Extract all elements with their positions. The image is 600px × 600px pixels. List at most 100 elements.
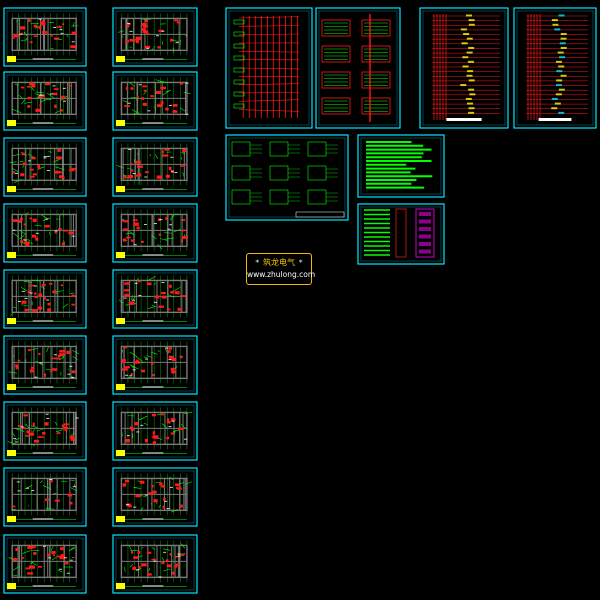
- fixture: [38, 352, 41, 355]
- wiring: [42, 485, 52, 490]
- wiring: [173, 213, 179, 216]
- floor-label: [560, 33, 567, 36]
- fixture: [170, 38, 174, 42]
- annotation: [46, 417, 50, 419]
- fixture: [121, 220, 124, 222]
- floor-plan-sheet-a4[interactable]: [3, 203, 87, 263]
- fixture: [128, 302, 134, 305]
- wiring: [156, 46, 158, 48]
- floor-label: [558, 111, 565, 114]
- fixture: [54, 499, 60, 502]
- floor-plan-sheet-a9[interactable]: [3, 534, 87, 594]
- annotation: [63, 100, 67, 102]
- floor-plan-sheet-b1[interactable]: [112, 7, 198, 67]
- fixture: [176, 21, 181, 24]
- riser-diagram-sheet-2[interactable]: [315, 7, 401, 129]
- annotation: [75, 417, 79, 419]
- floor-plan-sheet-a5[interactable]: [3, 269, 87, 329]
- annotation: [13, 438, 17, 440]
- wiring: [12, 167, 19, 173]
- fixture: [59, 353, 65, 356]
- wiring: [165, 348, 169, 354]
- fixture: [15, 364, 19, 368]
- wiring: [70, 292, 75, 295]
- sheet-inner-border: [6, 10, 84, 64]
- floor-plan-sheet-a3[interactable]: [3, 137, 87, 197]
- system-diagram-sheet[interactable]: [225, 134, 349, 221]
- floor-plan-sheet-a7[interactable]: [3, 401, 87, 461]
- watermark-title-row: *筑龙电气*: [247, 254, 311, 269]
- fixture: [17, 425, 23, 427]
- wiring: [55, 166, 65, 171]
- floor-label: [555, 93, 562, 96]
- floor-plan-sheet-a1[interactable]: [3, 7, 87, 67]
- fixture: [179, 355, 183, 359]
- floor-plan-sheet-b9[interactable]: [112, 534, 198, 594]
- fixture: [158, 29, 164, 32]
- floor-plan-sheet-a2[interactable]: [3, 71, 87, 131]
- floor-plan-sheet-b3[interactable]: [112, 137, 198, 197]
- distribution-box: [321, 45, 351, 63]
- floor-plan-sheet-b7[interactable]: [112, 401, 198, 461]
- fixture: [166, 418, 169, 422]
- fixture: [62, 176, 65, 179]
- fixture: [123, 228, 129, 231]
- annotation: [46, 170, 50, 172]
- fixture: [31, 546, 36, 549]
- floor-plan-sheet-b6[interactable]: [112, 335, 198, 395]
- legend-schedule-sheet[interactable]: [357, 203, 445, 265]
- design-notes-sheet[interactable]: [357, 134, 445, 198]
- annotation: [144, 358, 148, 360]
- floor-plan-sheet-b8[interactable]: [112, 467, 198, 527]
- fixture: [146, 33, 150, 35]
- wiring: [173, 429, 176, 435]
- annotation: [171, 420, 175, 422]
- floor-label: [556, 79, 563, 82]
- fixture: [41, 283, 46, 287]
- sheet-inner-border: [360, 206, 442, 262]
- riser-diagram-sheet-3[interactable]: [419, 7, 509, 129]
- sheet-frame: [112, 269, 198, 329]
- annotation: [136, 431, 140, 433]
- floor-label: [467, 60, 474, 63]
- fixture: [122, 483, 127, 487]
- wiring: [34, 224, 42, 227]
- floor-plan-sheet-b4[interactable]: [112, 203, 198, 263]
- fixture: [29, 432, 35, 436]
- annotation: [53, 26, 57, 28]
- floor-plan-sheet-b5[interactable]: [112, 269, 198, 329]
- annotation: [123, 297, 127, 299]
- sheet-inner-border: [6, 140, 84, 194]
- wiring: [24, 359, 27, 364]
- sheet-inner-border: [228, 137, 346, 218]
- symbol-swatch: [419, 212, 431, 216]
- fixture: [47, 302, 51, 306]
- fixture: [135, 494, 141, 498]
- floor-plan-sheet-b2[interactable]: [112, 71, 198, 131]
- fixture: [171, 357, 177, 361]
- wiring: [157, 350, 160, 352]
- fixture: [178, 308, 183, 311]
- annotation: [127, 22, 131, 24]
- wiring: [157, 244, 163, 250]
- fixture: [49, 282, 53, 285]
- fixture: [49, 370, 52, 373]
- annotation: [27, 160, 31, 162]
- fixture: [54, 37, 60, 40]
- fixture: [160, 86, 166, 90]
- fixture: [56, 555, 61, 558]
- floor-plan-sheet-a8[interactable]: [3, 467, 87, 527]
- annotation: [42, 545, 46, 547]
- sheet-inner-border: [115, 404, 195, 458]
- annotation: [63, 557, 67, 559]
- floor-label: [551, 97, 558, 100]
- riser-diagram-sheet-4[interactable]: [513, 7, 597, 129]
- floor-plan-sheet-a6[interactable]: [3, 335, 87, 395]
- fixture: [31, 156, 36, 160]
- wiring: [12, 232, 19, 238]
- fixture: [59, 555, 66, 560]
- riser-diagram-sheet-1[interactable]: [225, 7, 313, 129]
- wiring: [62, 213, 64, 217]
- wiring: [30, 348, 38, 351]
